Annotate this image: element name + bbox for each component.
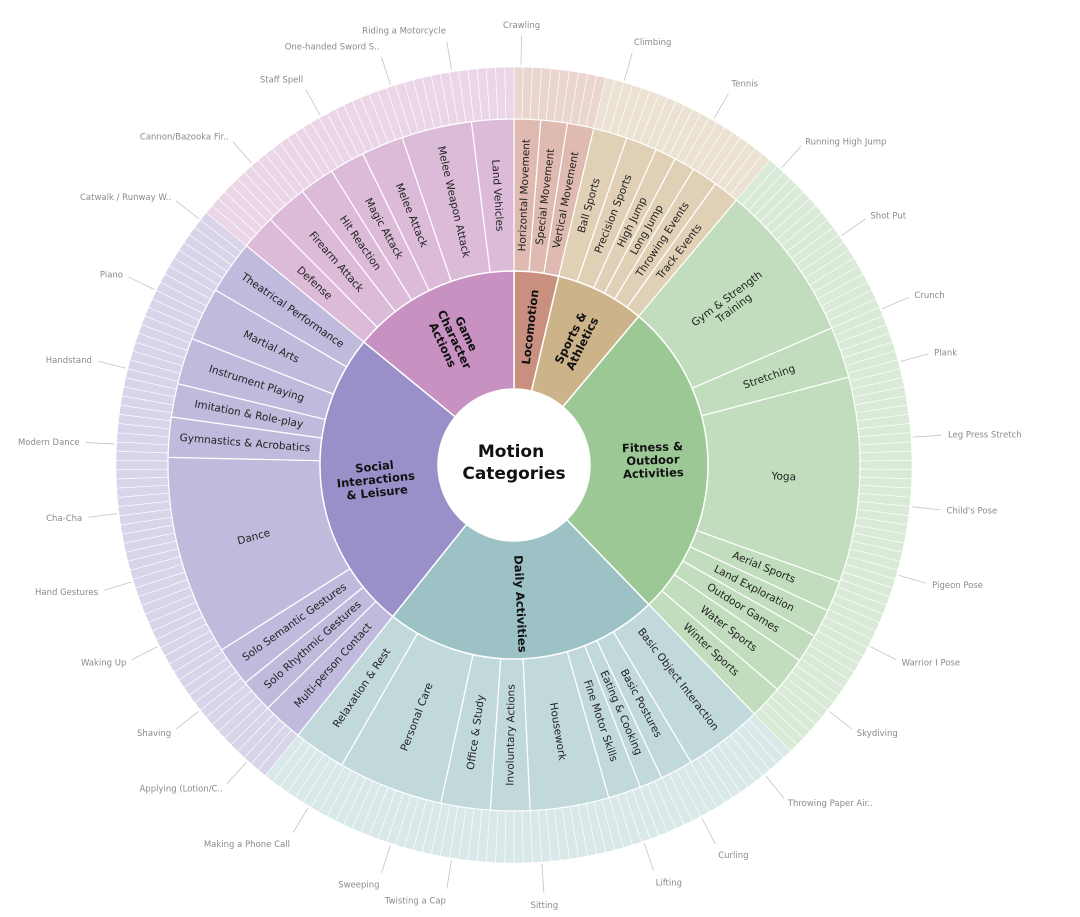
leaf-label-lifting: Lifting bbox=[656, 878, 682, 888]
leaf-leader-line bbox=[305, 89, 321, 116]
leaf-leader-line bbox=[882, 297, 910, 310]
leaf-label-plank: Plank bbox=[934, 348, 957, 358]
subcategory-label-horizontal-movement: Horizontal Movement bbox=[516, 139, 532, 252]
center-title: Motion Categories bbox=[462, 442, 565, 484]
leaf-label-running-high-jump: Running High Jump bbox=[805, 138, 886, 148]
leaf-leader-line bbox=[765, 775, 785, 799]
subcategory-label-land-vehicles: Land Vehicles bbox=[489, 159, 505, 232]
subcategory-label-yoga: Yoga bbox=[770, 470, 796, 483]
leaf-leader-line bbox=[88, 513, 118, 518]
leaf-leader-line bbox=[900, 353, 929, 362]
leaf-label-waking-up: Waking Up bbox=[81, 658, 126, 668]
leaf-label-modern-dance: Modern Dance bbox=[18, 438, 80, 448]
leaf-leader-line bbox=[911, 506, 941, 511]
leaf-label-staff-spell: Staff Spell bbox=[260, 76, 303, 86]
leaf-label-crunch: Crunch bbox=[914, 291, 944, 301]
leaf-label-throwing-paper-air: Throwing Paper Air.. bbox=[787, 799, 873, 809]
leaf-label-catwalk-runway-w: Catwalk / Runway W.. bbox=[80, 193, 171, 203]
leaf-leader-line bbox=[175, 200, 200, 220]
leaf-ring bbox=[115, 66, 913, 864]
leaf-label-one-handed-sword-s: One-handed Sword S.. bbox=[285, 42, 380, 52]
leaf-label-sitting: Sitting bbox=[531, 901, 559, 911]
leaf-leader-line bbox=[541, 863, 545, 893]
leaf-leader-line bbox=[226, 761, 247, 785]
leaf-sector bbox=[504, 810, 515, 864]
leaf-leader-line bbox=[103, 581, 132, 591]
leaf-sector bbox=[115, 460, 169, 470]
leaf-leader-line bbox=[623, 52, 633, 81]
category-label-daily-activities: Daily Activities bbox=[511, 555, 530, 653]
leaf-leader-line bbox=[292, 807, 309, 833]
leaf-leader-line bbox=[520, 36, 522, 66]
leaf-label-cha-cha: Cha-Cha bbox=[46, 514, 82, 524]
leaf-label-shot-put: Shot Put bbox=[870, 211, 906, 221]
leaf-leader-line bbox=[713, 93, 729, 119]
leaf-label-riding-a-motorcycle: Riding a Motorcycle bbox=[362, 26, 446, 36]
leaf-leader-line bbox=[97, 360, 126, 369]
leaf-label-curling: Curling bbox=[718, 851, 748, 861]
leaf-leader-line bbox=[446, 41, 452, 70]
center-hole bbox=[438, 389, 590, 541]
leaf-leader-line bbox=[446, 860, 452, 889]
leaf-label-child-s-pose: Child's Pose bbox=[947, 506, 998, 516]
leaf-leader-lines bbox=[85, 36, 942, 893]
leaf-label-shaving: Shaving bbox=[137, 729, 171, 739]
leaf-label-cannon-bazooka-fir: Cannon/Bazooka Fir.. bbox=[140, 133, 229, 143]
category-label-fitness-outdoor-activities: Fitness &OutdoorActivities bbox=[622, 439, 684, 481]
leaf-label-pigeon-pose: Pigeon Pose bbox=[932, 581, 983, 591]
leaf-sector bbox=[859, 450, 913, 462]
leaf-label-warrior-i-pose: Warrior I Pose bbox=[902, 658, 961, 668]
leaf-label-piano: Piano bbox=[100, 270, 123, 280]
leaf-label-applying-lotion-c: Applying (Lotion/C.. bbox=[139, 784, 222, 794]
leaf-leader-line bbox=[781, 145, 802, 169]
leaf-label-sweeping: Sweeping bbox=[338, 881, 379, 891]
leaf-label-making-a-phone-call: Making a Phone Call bbox=[204, 840, 290, 850]
leaf-leader-line bbox=[131, 646, 158, 661]
subcategory-label-involuntary-actions: Involuntary Actions bbox=[504, 684, 517, 786]
leaf-sector bbox=[115, 468, 169, 480]
leaf-leader-line bbox=[381, 56, 391, 85]
category-label-social-interactions-leisure: SocialInteractions& Leisure bbox=[335, 456, 417, 504]
leaf-sector bbox=[504, 66, 515, 120]
leaf-leader-line bbox=[85, 442, 115, 445]
leaf-label-skydiving: Skydiving bbox=[857, 729, 898, 739]
subcategory-ring bbox=[167, 118, 861, 812]
leaf-sector bbox=[859, 460, 913, 470]
leaf-leader-line bbox=[841, 218, 866, 236]
leaf-leader-line bbox=[128, 276, 155, 291]
leaf-sector bbox=[513, 810, 524, 864]
leaf-leader-line bbox=[701, 817, 716, 844]
leaf-label-tennis: Tennis bbox=[731, 79, 759, 89]
category-ring bbox=[319, 270, 709, 660]
leaf-leader-line bbox=[175, 710, 200, 730]
leaf-leader-line bbox=[870, 646, 897, 661]
leaf-label-leg-press-stretch: Leg Press Stretch bbox=[948, 431, 1022, 441]
leaf-label-twisting-a-cap: Twisting a Cap bbox=[384, 897, 446, 907]
leaf-leader-line bbox=[643, 843, 655, 871]
leaf-sector bbox=[513, 66, 524, 120]
leaf-label-handstand: Handstand bbox=[46, 356, 92, 366]
leaf-label-climbing: Climbing bbox=[634, 38, 671, 48]
leaf-leader-line bbox=[898, 574, 927, 584]
leaf-leader-line bbox=[828, 710, 853, 730]
center-title-line-1: Motion bbox=[478, 442, 544, 462]
leaf-leader-line bbox=[381, 845, 391, 874]
leaf-label-hand-gestures: Hand Gestures bbox=[35, 588, 99, 598]
leaf-label-crawling: Crawling bbox=[503, 21, 540, 31]
leaf-leader-line bbox=[232, 140, 252, 164]
leaf-leader-line bbox=[912, 434, 942, 438]
center-title-line-2: Categories bbox=[462, 464, 565, 484]
